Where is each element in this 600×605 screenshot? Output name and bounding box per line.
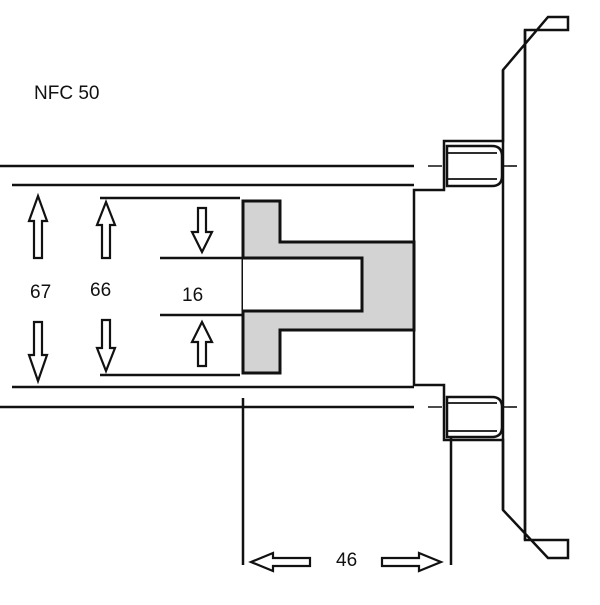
hub-bore (243, 256, 364, 313)
dim-66-down-arrow (95, 318, 117, 375)
dim-67-up-arrow (27, 192, 49, 260)
dim-67-down-arrow (27, 320, 49, 385)
housing-outline (412, 15, 570, 560)
dimension-46-label: 46 (336, 550, 358, 571)
dim-46-right-arrow (380, 551, 444, 573)
dimension-67-label: 67 (30, 282, 52, 303)
dim-46-left-arrow (248, 551, 312, 573)
dim-16-down-arrow (190, 206, 214, 255)
dimension-16-label: 16 (182, 285, 204, 306)
dim-16-up-arrow (190, 319, 214, 368)
drawing-title: NFC 50 (34, 83, 100, 104)
bolt-bottom (445, 395, 504, 439)
dim-66-up-arrow (95, 198, 117, 260)
bolt-top (445, 144, 504, 188)
dimension-66-label: 66 (90, 280, 112, 301)
